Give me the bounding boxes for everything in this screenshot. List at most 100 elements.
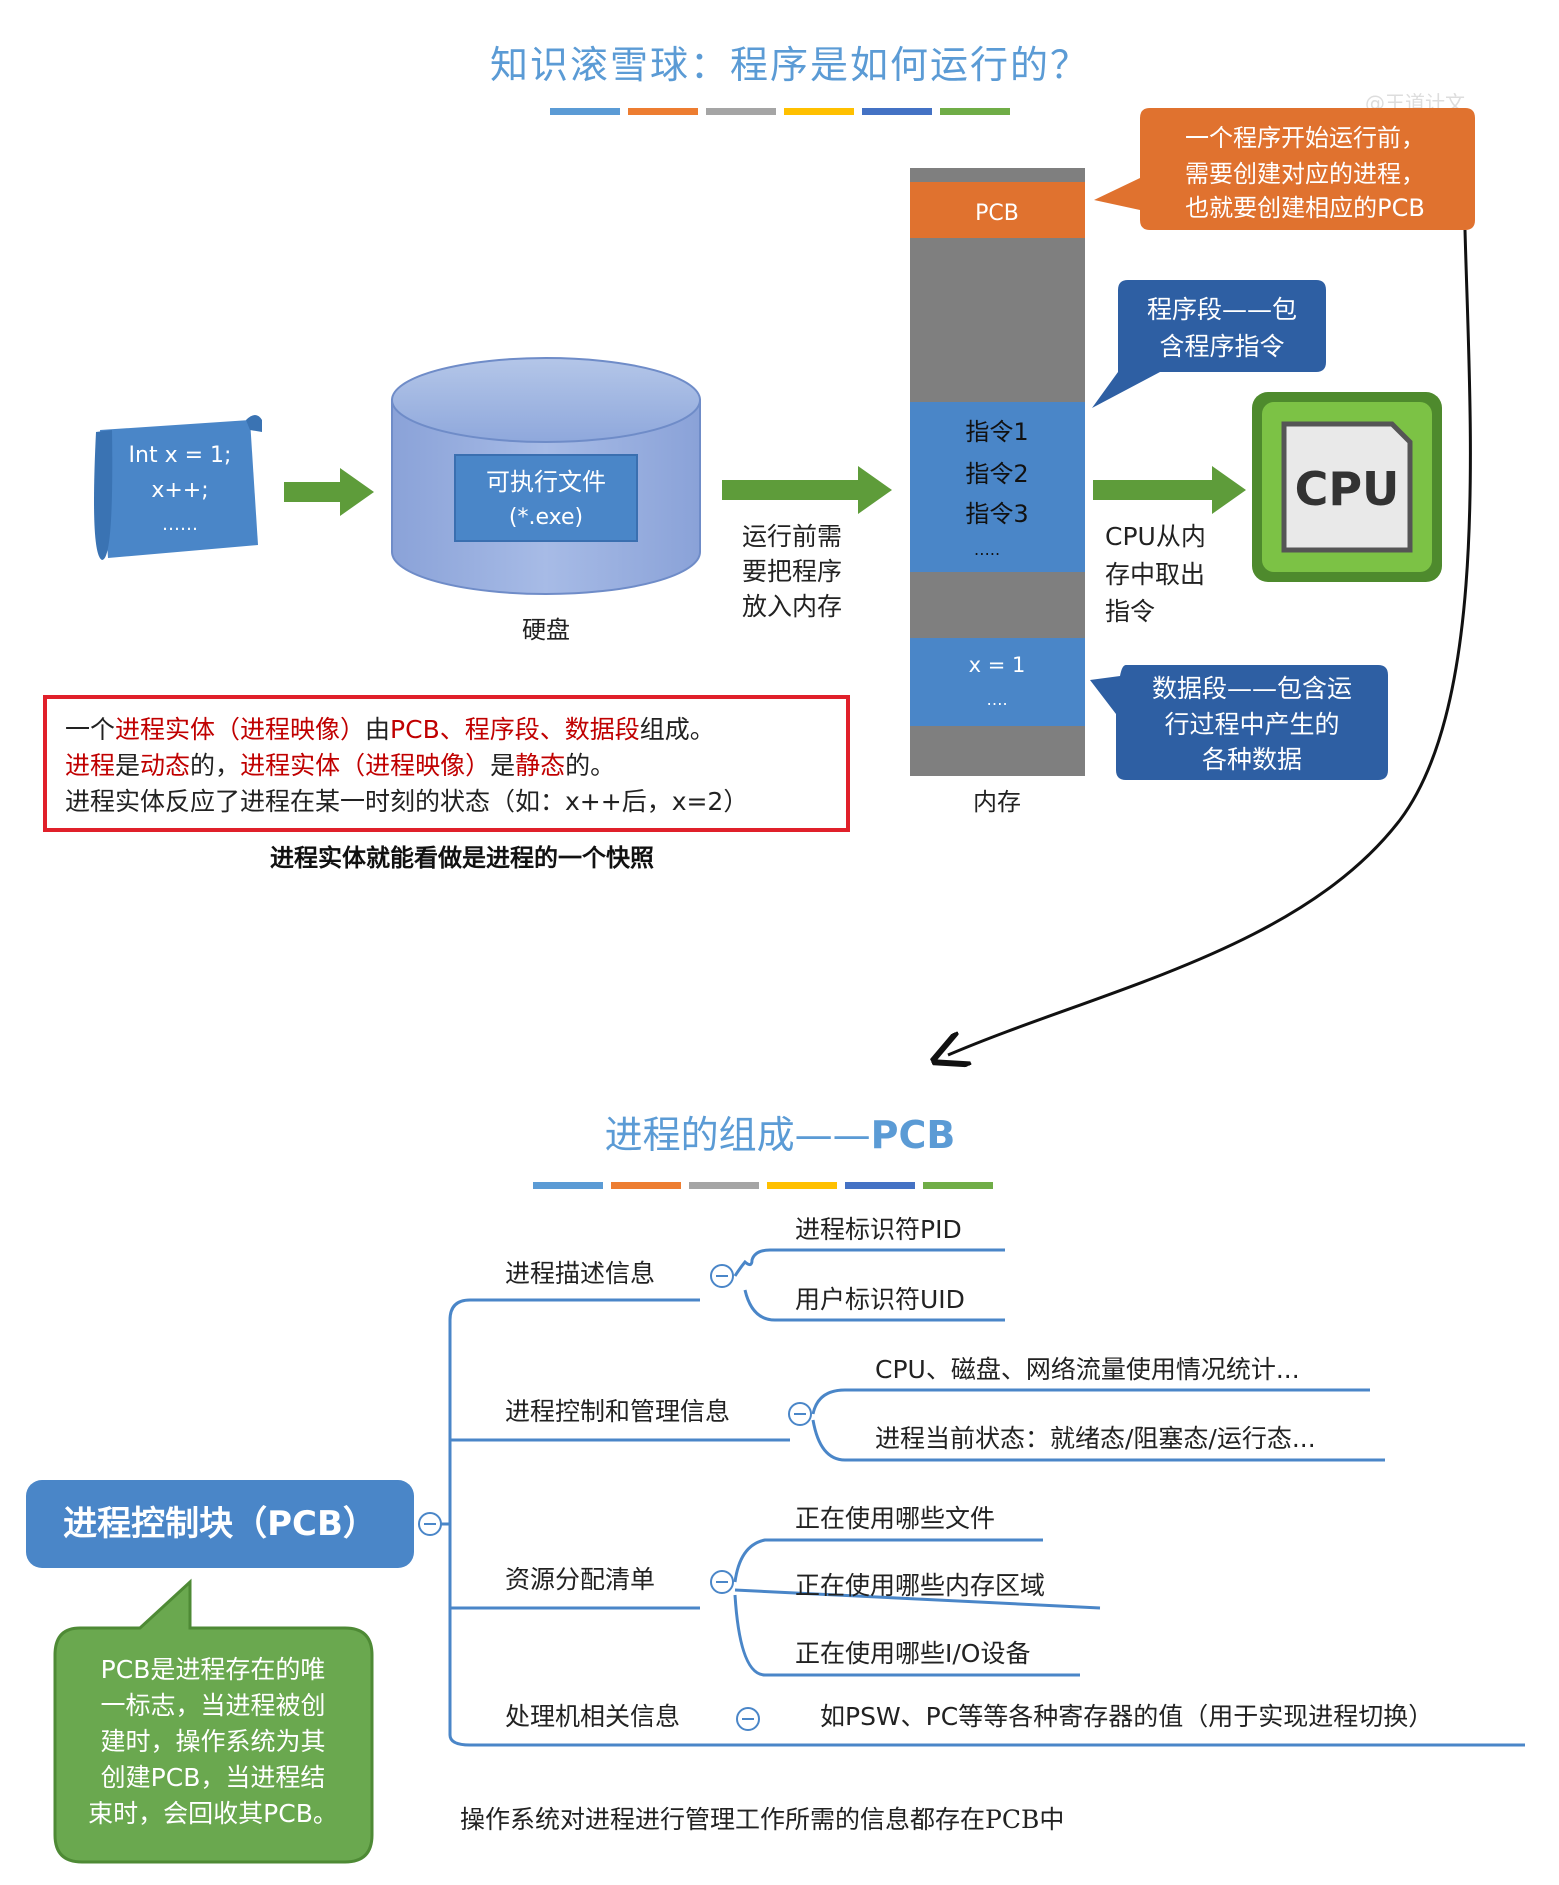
green-note-line1: PCB是进程存在的唯 [101, 1655, 326, 1684]
explanation-segment: 由 [365, 715, 390, 744]
branch1-label: 进程描述信息 [505, 1259, 655, 1288]
snapshot-note: 进程实体就能看做是进程的一个快照 [270, 844, 654, 872]
title-bar-segment [923, 1182, 993, 1189]
pcb-green-note: PCB是进程存在的唯 一标志，当进程被创 建时，操作系统为其 创建PCB，当进程… [53, 1578, 374, 1864]
part2-title-main: 进程的组成—— [605, 1113, 871, 1157]
branch1-child1: 进程标识符PID [795, 1215, 962, 1244]
part1-title: 知识滚雪球：程序是如何运行的？ [490, 43, 1090, 87]
explanation-segment: 的。 [565, 751, 615, 780]
disk-cylinder: 可执行文件 (*.exe) [391, 357, 701, 595]
title-bar-segment [767, 1182, 837, 1189]
tree-trunk [441, 1298, 730, 1747]
exe-file-box [454, 454, 638, 542]
callout-data-line3: 各种数据 [1202, 745, 1302, 774]
callout-data-segment: 数据段——包含运 行过程中产生的 各种数据 [1090, 665, 1388, 780]
part2-title-pcb: PCB [871, 1113, 956, 1157]
callout-pcb-line2: 需要创建对应的进程， [1185, 160, 1425, 188]
branch4-collapse-icon[interactable] [736, 1707, 760, 1731]
explanation-segment: 组成。 [640, 715, 715, 744]
explanation-segment: 进程实体（进程映像） [115, 715, 365, 744]
part1-title-bar [550, 108, 1010, 115]
branch-process-control[interactable]: 进程控制和管理信息 CPU、磁盘、网络流量使用情况统计... 进程当前状态：就绪… [505, 1355, 1385, 1462]
explanation-segment: 进程实体（进程映像） [240, 751, 490, 780]
branch2-child2: 进程当前状态：就绪态/阻塞态/运行态... [875, 1424, 1316, 1453]
root-collapse-icon[interactable] [418, 1512, 442, 1536]
branch2-label: 进程控制和管理信息 [505, 1397, 730, 1426]
title-bar-segment [611, 1182, 681, 1189]
callout-program-line1: 程序段——包 [1147, 295, 1297, 324]
arrow-scroll-to-disk [284, 468, 374, 516]
memory-column: PCB 指令1 指令2 指令3 ….. x = 1 …. [910, 168, 1085, 776]
data-x: x = 1 [969, 653, 1026, 677]
pcb-root-node[interactable] [26, 1480, 414, 1568]
green-note-line5: 束时，会回收其PCB。 [88, 1799, 338, 1828]
callout-pcb-line1: 一个程序开始运行前， [1185, 124, 1425, 152]
branch3-label: 资源分配清单 [505, 1565, 655, 1594]
branch-resource-allocation[interactable]: 资源分配清单 正在使用哪些文件 正在使用哪些内存区域 正在使用哪些I/O设备 [505, 1504, 1101, 1677]
explanation-segment: 数据段 [565, 715, 640, 744]
callout-data-line2: 行过程中产生的 [1164, 710, 1339, 739]
branch3-child2: 正在使用哪些内存区域 [795, 1571, 1045, 1600]
title-bar-segment [628, 108, 698, 115]
exe-file-line2: (*.exe) [509, 505, 583, 530]
explanation-segment: 是 [490, 751, 515, 780]
explanation-segment: 、 [440, 715, 465, 744]
explanation-segment: 一个 [65, 715, 115, 744]
part2-title: 进程的组成——PCB [605, 1113, 956, 1157]
memory-program-segment [910, 402, 1085, 572]
branch3-child1: 正在使用哪些文件 [795, 1504, 995, 1533]
branch4-label: 处理机相关信息 [505, 1702, 680, 1731]
memory-pcb-label: PCB [975, 201, 1019, 226]
bottom-note: 操作系统对进程进行管理工作所需的信息都存在PCB中 [460, 1805, 1064, 1834]
instruction-1: 指令1 [965, 418, 1028, 446]
explanation-segment: 是 [115, 751, 140, 780]
green-note-line4: 创建PCB，当进程结 [101, 1763, 326, 1792]
explanation-segment: PCB [390, 715, 440, 744]
arrow-memory-to-cpu [1093, 466, 1246, 514]
callout-data-line1: 数据段——包含运 [1152, 674, 1352, 703]
arrow-note-1: 运行前需 [742, 522, 842, 551]
disk-caption: 硬盘 [522, 616, 570, 644]
callout-pcb-line3: 也就要创建相应的PCB [1185, 194, 1425, 222]
title-bar-segment [845, 1182, 915, 1189]
branch2-child1: CPU、磁盘、网络流量使用情况统计... [875, 1355, 1300, 1384]
branch1-child2: 用户标识符UID [795, 1285, 965, 1314]
instruction-3: 指令3 [965, 500, 1028, 528]
branch4-child1: 如PSW、PC等等各种寄存器的值（用于实现进程切换） [820, 1702, 1433, 1731]
branch-processor-info[interactable]: 处理机相关信息 如PSW、PC等等各种寄存器的值（用于实现进程切换） [505, 1702, 1525, 1747]
green-note-line2: 一标志，当进程被创 [100, 1691, 325, 1720]
memory-data-segment [910, 638, 1085, 726]
code-line-2: x++; [151, 478, 208, 503]
explanation-segment: 进程 [65, 751, 115, 780]
explanation-box [43, 695, 850, 832]
memory-pcb-block [910, 182, 1085, 238]
branch-process-description[interactable]: 进程描述信息 进程标识符PID 用户标识符UID [505, 1215, 1005, 1322]
part2-title-bar [533, 1182, 993, 1189]
data-more: …. [986, 690, 1007, 709]
memory-caption: 内存 [973, 788, 1021, 816]
title-bar-segment [706, 108, 776, 115]
green-note-line3: 建时，操作系统为其 [100, 1727, 325, 1756]
callout-program-segment: 程序段——包 含程序指令 [1092, 280, 1326, 408]
title-bar-segment [940, 108, 1010, 115]
branch3-collapse-icon[interactable] [710, 1570, 734, 1594]
branch2-collapse-icon[interactable] [788, 1402, 812, 1426]
connector-arrow [948, 229, 1472, 1055]
explanation-line3: 进程实体反应了进程在某一时刻的状态（如：x++后，x=2） [65, 787, 748, 816]
explanation-segment: 动态 [140, 751, 190, 780]
cpu-note-1: CPU从内 [1105, 522, 1206, 551]
cpu-label: CPU [1295, 462, 1400, 516]
branch1-collapse-icon[interactable] [710, 1264, 734, 1288]
callout-program-line2: 含程序指令 [1159, 332, 1284, 361]
explanation-segment: 的， [190, 751, 240, 780]
pcb-root-label: 进程控制块（PCB） [63, 1504, 377, 1544]
title-bar-segment [689, 1182, 759, 1189]
title-bar-segment [533, 1182, 603, 1189]
code-line-3: …… [162, 514, 198, 535]
explanation-segment: 程序段 [465, 715, 540, 744]
branch3-child3: 正在使用哪些I/O设备 [795, 1639, 1030, 1668]
cpu-note-2: 存中取出 [1105, 560, 1205, 589]
explanation-line1: 一个进程实体（进程映像）由PCB、程序段、数据段组成。 [65, 715, 715, 744]
callout-pcb: 一个程序开始运行前， 需要创建对应的进程， 也就要创建相应的PCB [1094, 108, 1475, 230]
cpu-note-3: 指令 [1105, 597, 1155, 626]
